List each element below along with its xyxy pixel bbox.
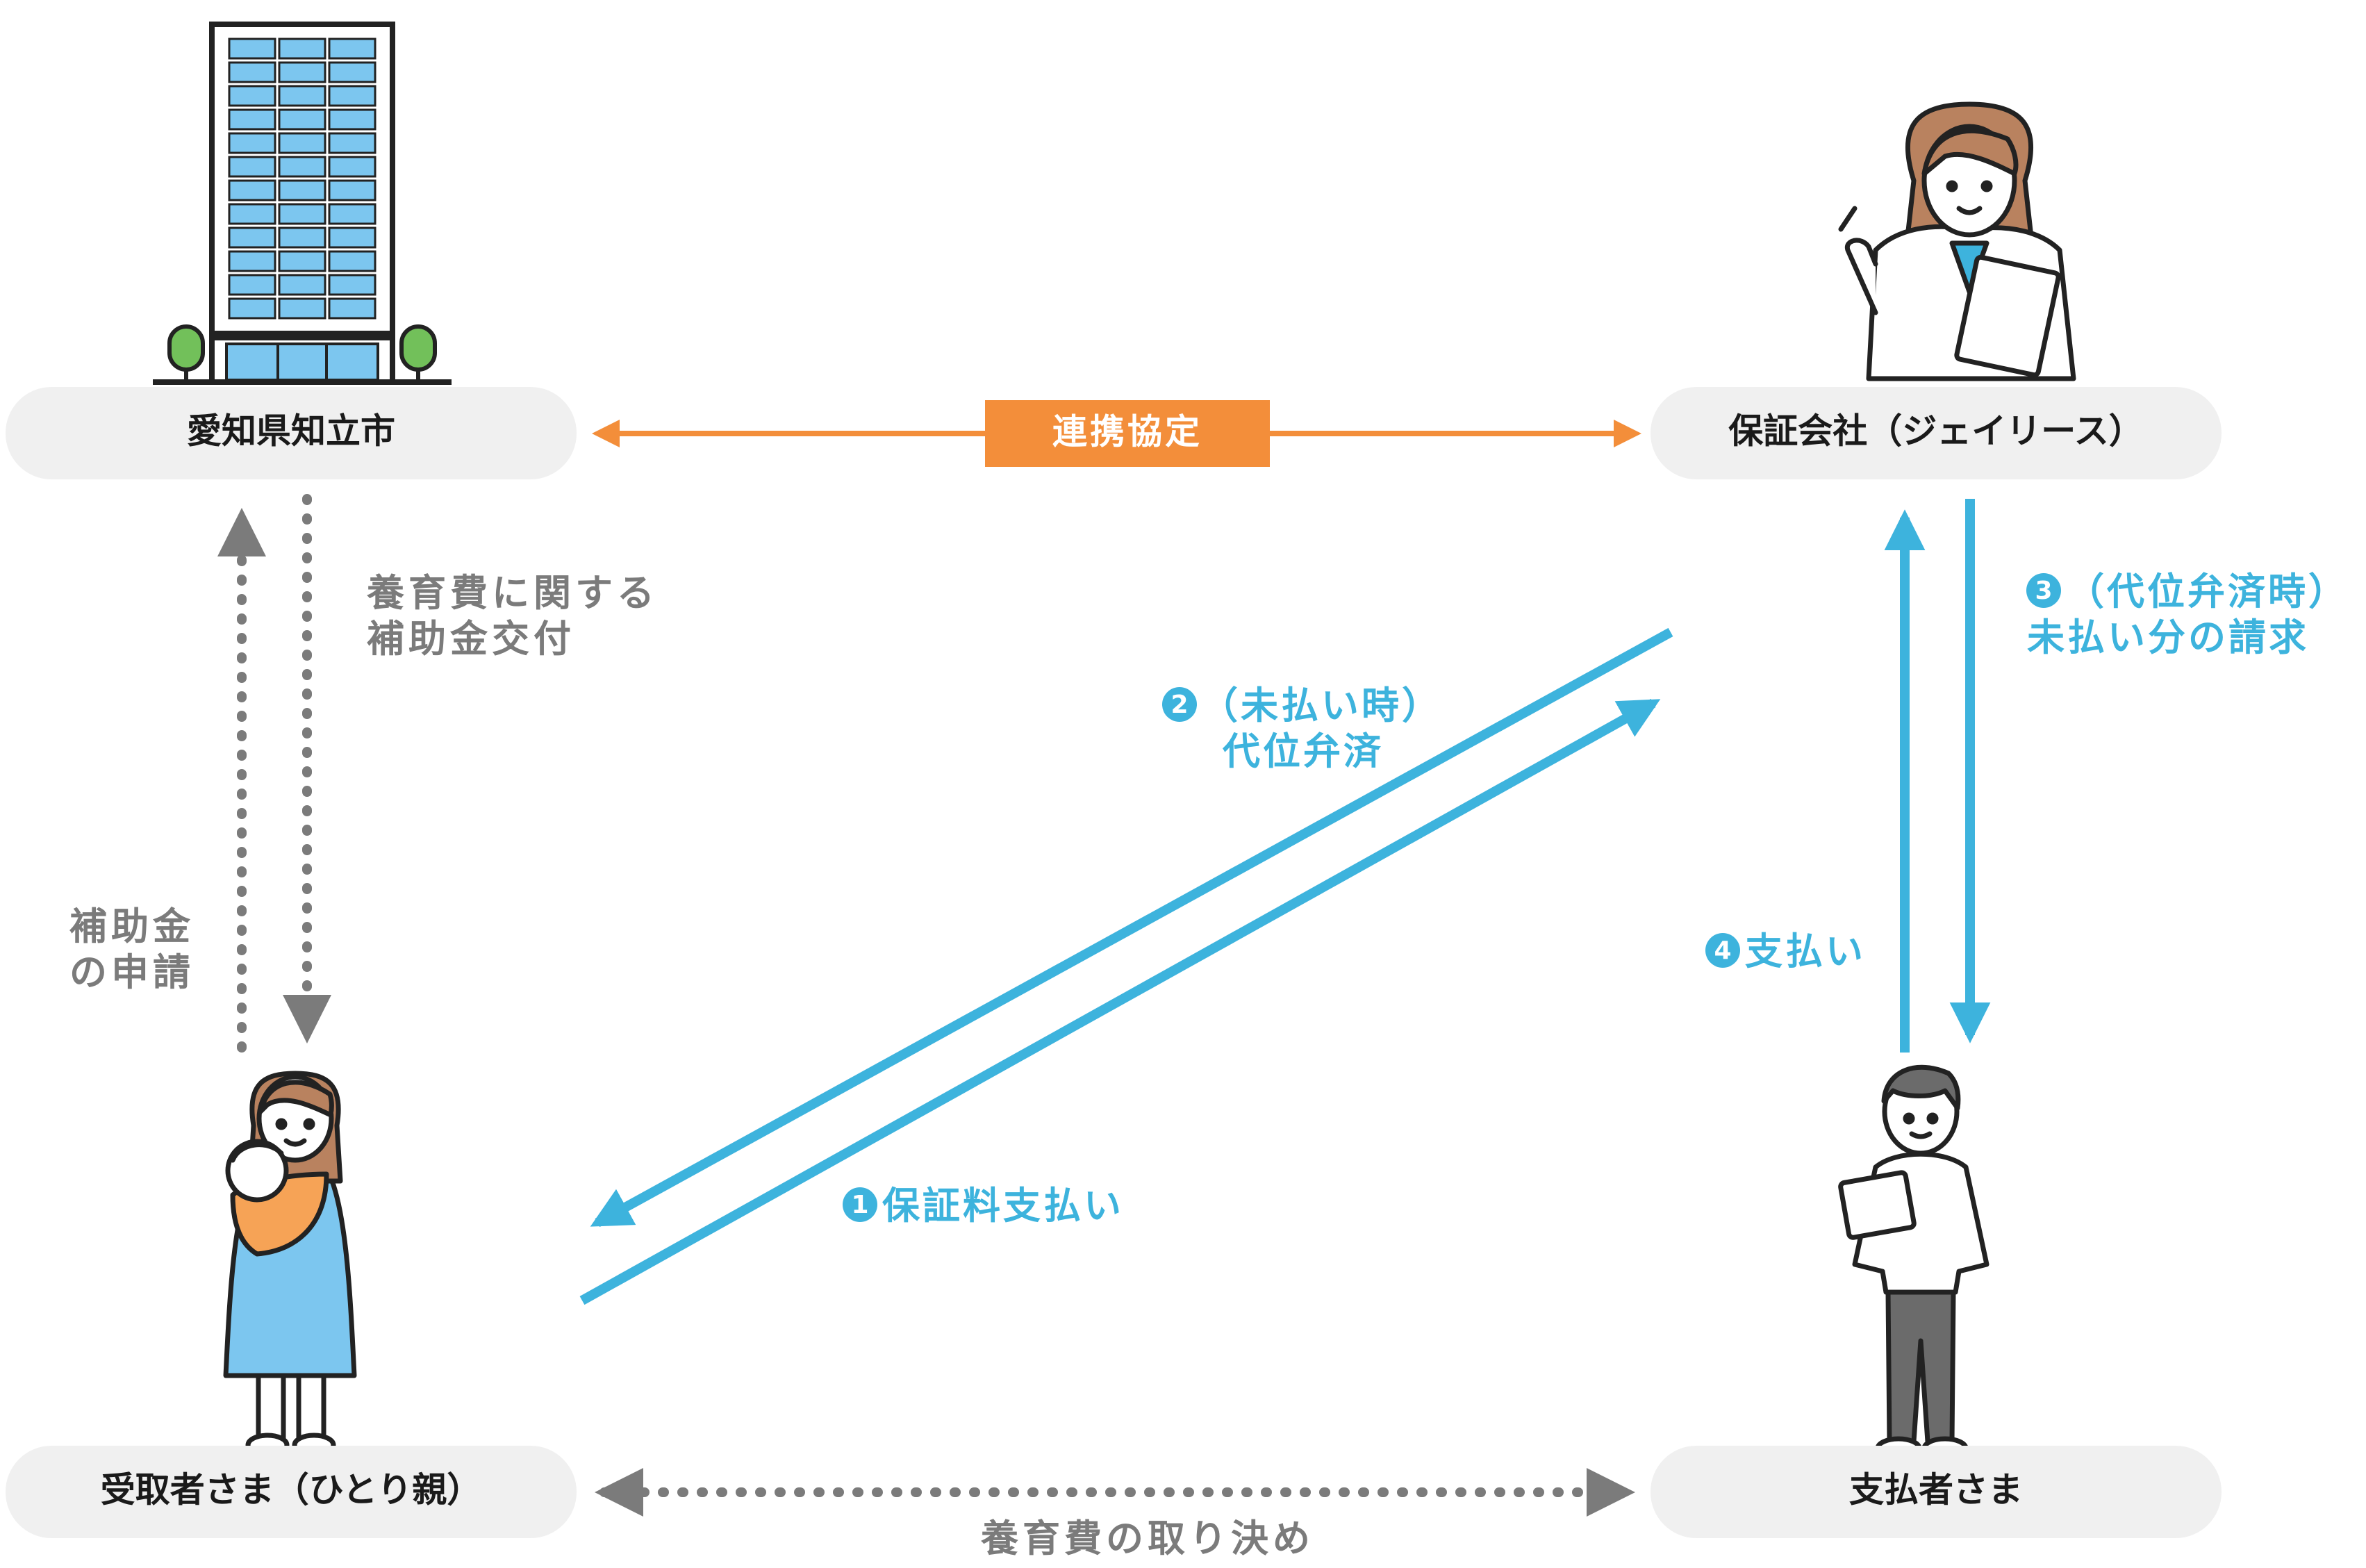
building-window (278, 156, 326, 178)
step2-number: 2 (1170, 691, 1188, 719)
step1-label-group: 1 保証料支払い (843, 1184, 1124, 1228)
building-window (228, 274, 276, 296)
building-window (278, 85, 326, 107)
guarantor-staff-woman-icon (1838, 101, 2076, 381)
subsidy-grant-label-line2: 補助金交付 (367, 617, 575, 661)
building-window (278, 250, 326, 272)
building-window (228, 250, 276, 272)
building-window (228, 179, 276, 201)
step1-number: 1 (851, 1191, 868, 1219)
building-window (278, 132, 326, 154)
step4-number-badge (1705, 933, 1740, 968)
subsidy-apply-label-line1: 補助金 (69, 905, 195, 948)
building-window (228, 61, 276, 83)
step3-label-line1: （代位弁済時） (2067, 570, 2349, 613)
node-guarantor: 保証会社（ジェイリース） (1651, 387, 2222, 479)
node-recipient-label: 受取者さま（ひとり親） (101, 1470, 482, 1510)
building-window (278, 203, 326, 225)
building-window (278, 38, 326, 60)
step4-label-group: 4 支払い (1705, 930, 1866, 973)
step2-label-line2: 代位弁済 (1222, 729, 1384, 773)
node-city: 愛知県知立市 (6, 387, 577, 479)
building-window (278, 297, 326, 320)
building-window (328, 274, 377, 296)
building-window (228, 132, 276, 154)
payer-man-with-tablet-icon (1838, 1064, 1989, 1461)
city-hall-building-icon (153, 22, 452, 385)
step3-number-badge (2026, 573, 2061, 608)
step1-number-badge (843, 1187, 877, 1222)
step2-subrogation-arrow (590, 627, 1673, 1228)
building-window (228, 108, 276, 131)
node-city-label: 愛知県知立市 (187, 411, 395, 452)
support-agreement-label: 養育費の取り決め (980, 1517, 1314, 1560)
building-window (328, 297, 377, 320)
building-window (278, 108, 326, 131)
step2-label-group: 2 （未払い時） 代位弁済 (1162, 684, 1442, 773)
step1-label: 保証料支払い (882, 1184, 1124, 1228)
partnership-label: 連携協定 (1052, 412, 1202, 452)
subsidy-apply-label-line2: の申請 (69, 950, 195, 994)
building-window (228, 156, 276, 178)
subsidy-grant-label-line1: 養育費に関する (366, 571, 659, 615)
building-window (228, 85, 276, 107)
node-guarantor-label: 保証会社（ジェイリース） (1728, 411, 2144, 452)
step1-fee-payment-arrow (579, 698, 1661, 1305)
building-window (228, 226, 276, 249)
single-parent-mother-icon (223, 1071, 357, 1458)
building-window (328, 85, 377, 107)
building-window (228, 38, 276, 60)
node-payer: 支払者さま (1651, 1446, 2222, 1538)
building-window (278, 274, 326, 296)
node-recipient: 受取者さま（ひとり親） (6, 1446, 577, 1538)
step4-label: 支払い (1745, 930, 1866, 973)
building-window (278, 179, 326, 201)
step4-number: 4 (1714, 936, 1731, 965)
partnership-arrow: 連携協定 (592, 400, 1641, 467)
building-window (328, 108, 377, 131)
building-window (228, 203, 276, 225)
building-window (328, 226, 377, 249)
step2-number-badge (1162, 687, 1197, 722)
building-window (278, 226, 326, 249)
building-window (328, 250, 377, 272)
building-window (328, 179, 377, 201)
building-window (278, 61, 326, 83)
building-window (328, 156, 377, 178)
partnership-badge (985, 400, 1270, 467)
node-payer-label: 支払者さま (1849, 1470, 2023, 1510)
building-window (228, 297, 276, 320)
building-window (328, 61, 377, 83)
step3-number: 3 (2035, 577, 2052, 605)
step3-label-line2: 未払い分の請求 (2027, 616, 2309, 659)
step3-label-group: 3 （代位弁済時） 未払い分の請求 (2026, 570, 2349, 659)
building-window (328, 38, 377, 60)
step2-label-line1: （未払い時） (1200, 684, 1442, 727)
building-window (328, 132, 377, 154)
building-window (328, 203, 377, 225)
